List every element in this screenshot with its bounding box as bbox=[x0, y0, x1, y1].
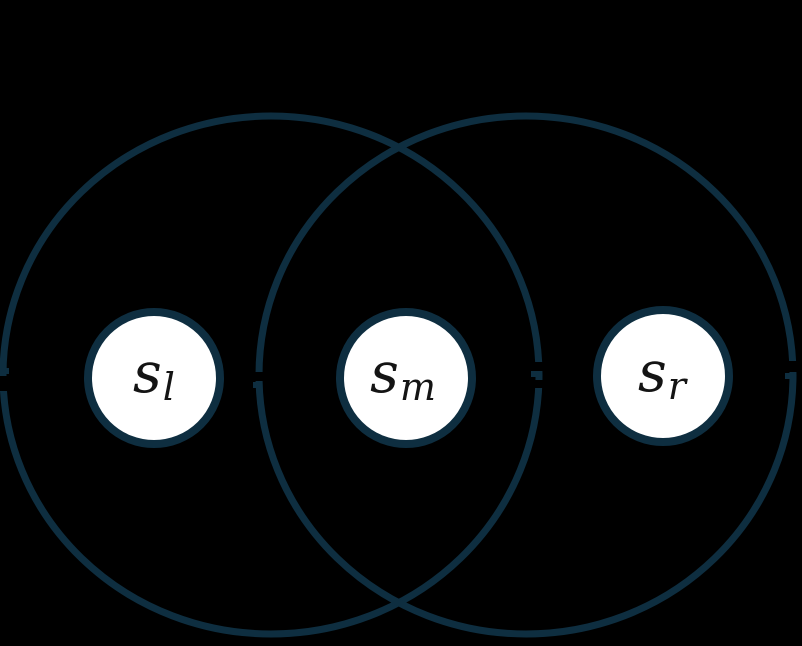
seam-tick-left-circle-right bbox=[531, 371, 540, 377]
seam-tick-right-circle-left bbox=[253, 382, 262, 388]
label-base-sl: s bbox=[133, 341, 162, 406]
seam-gap-right-circle-left bbox=[252, 372, 266, 381]
seam-gap-left-circle-right-lower bbox=[532, 380, 546, 388]
seam-tick-right-circle-right bbox=[785, 373, 794, 379]
label-sub-sm: m bbox=[399, 365, 436, 410]
node-circle-sl bbox=[84, 308, 224, 448]
node-label-sm: sm bbox=[370, 346, 436, 407]
node-label-sl: sl bbox=[133, 346, 175, 407]
node-circle-sr bbox=[593, 306, 733, 446]
label-sub-sr: r bbox=[667, 364, 686, 409]
node-circle-sm bbox=[336, 308, 476, 448]
label-base-sm: s bbox=[370, 341, 399, 406]
node-label-sr: sr bbox=[638, 345, 686, 406]
label-base-sr: s bbox=[638, 340, 667, 405]
seam-gap-left-circle-left bbox=[0, 376, 10, 391]
seam-gap-right-circle-right bbox=[786, 361, 800, 372]
seam-tick-left-circle-left bbox=[0, 368, 9, 374]
seam-gap-left-circle-right-upper bbox=[532, 362, 546, 371]
label-sub-sl: l bbox=[162, 365, 175, 410]
